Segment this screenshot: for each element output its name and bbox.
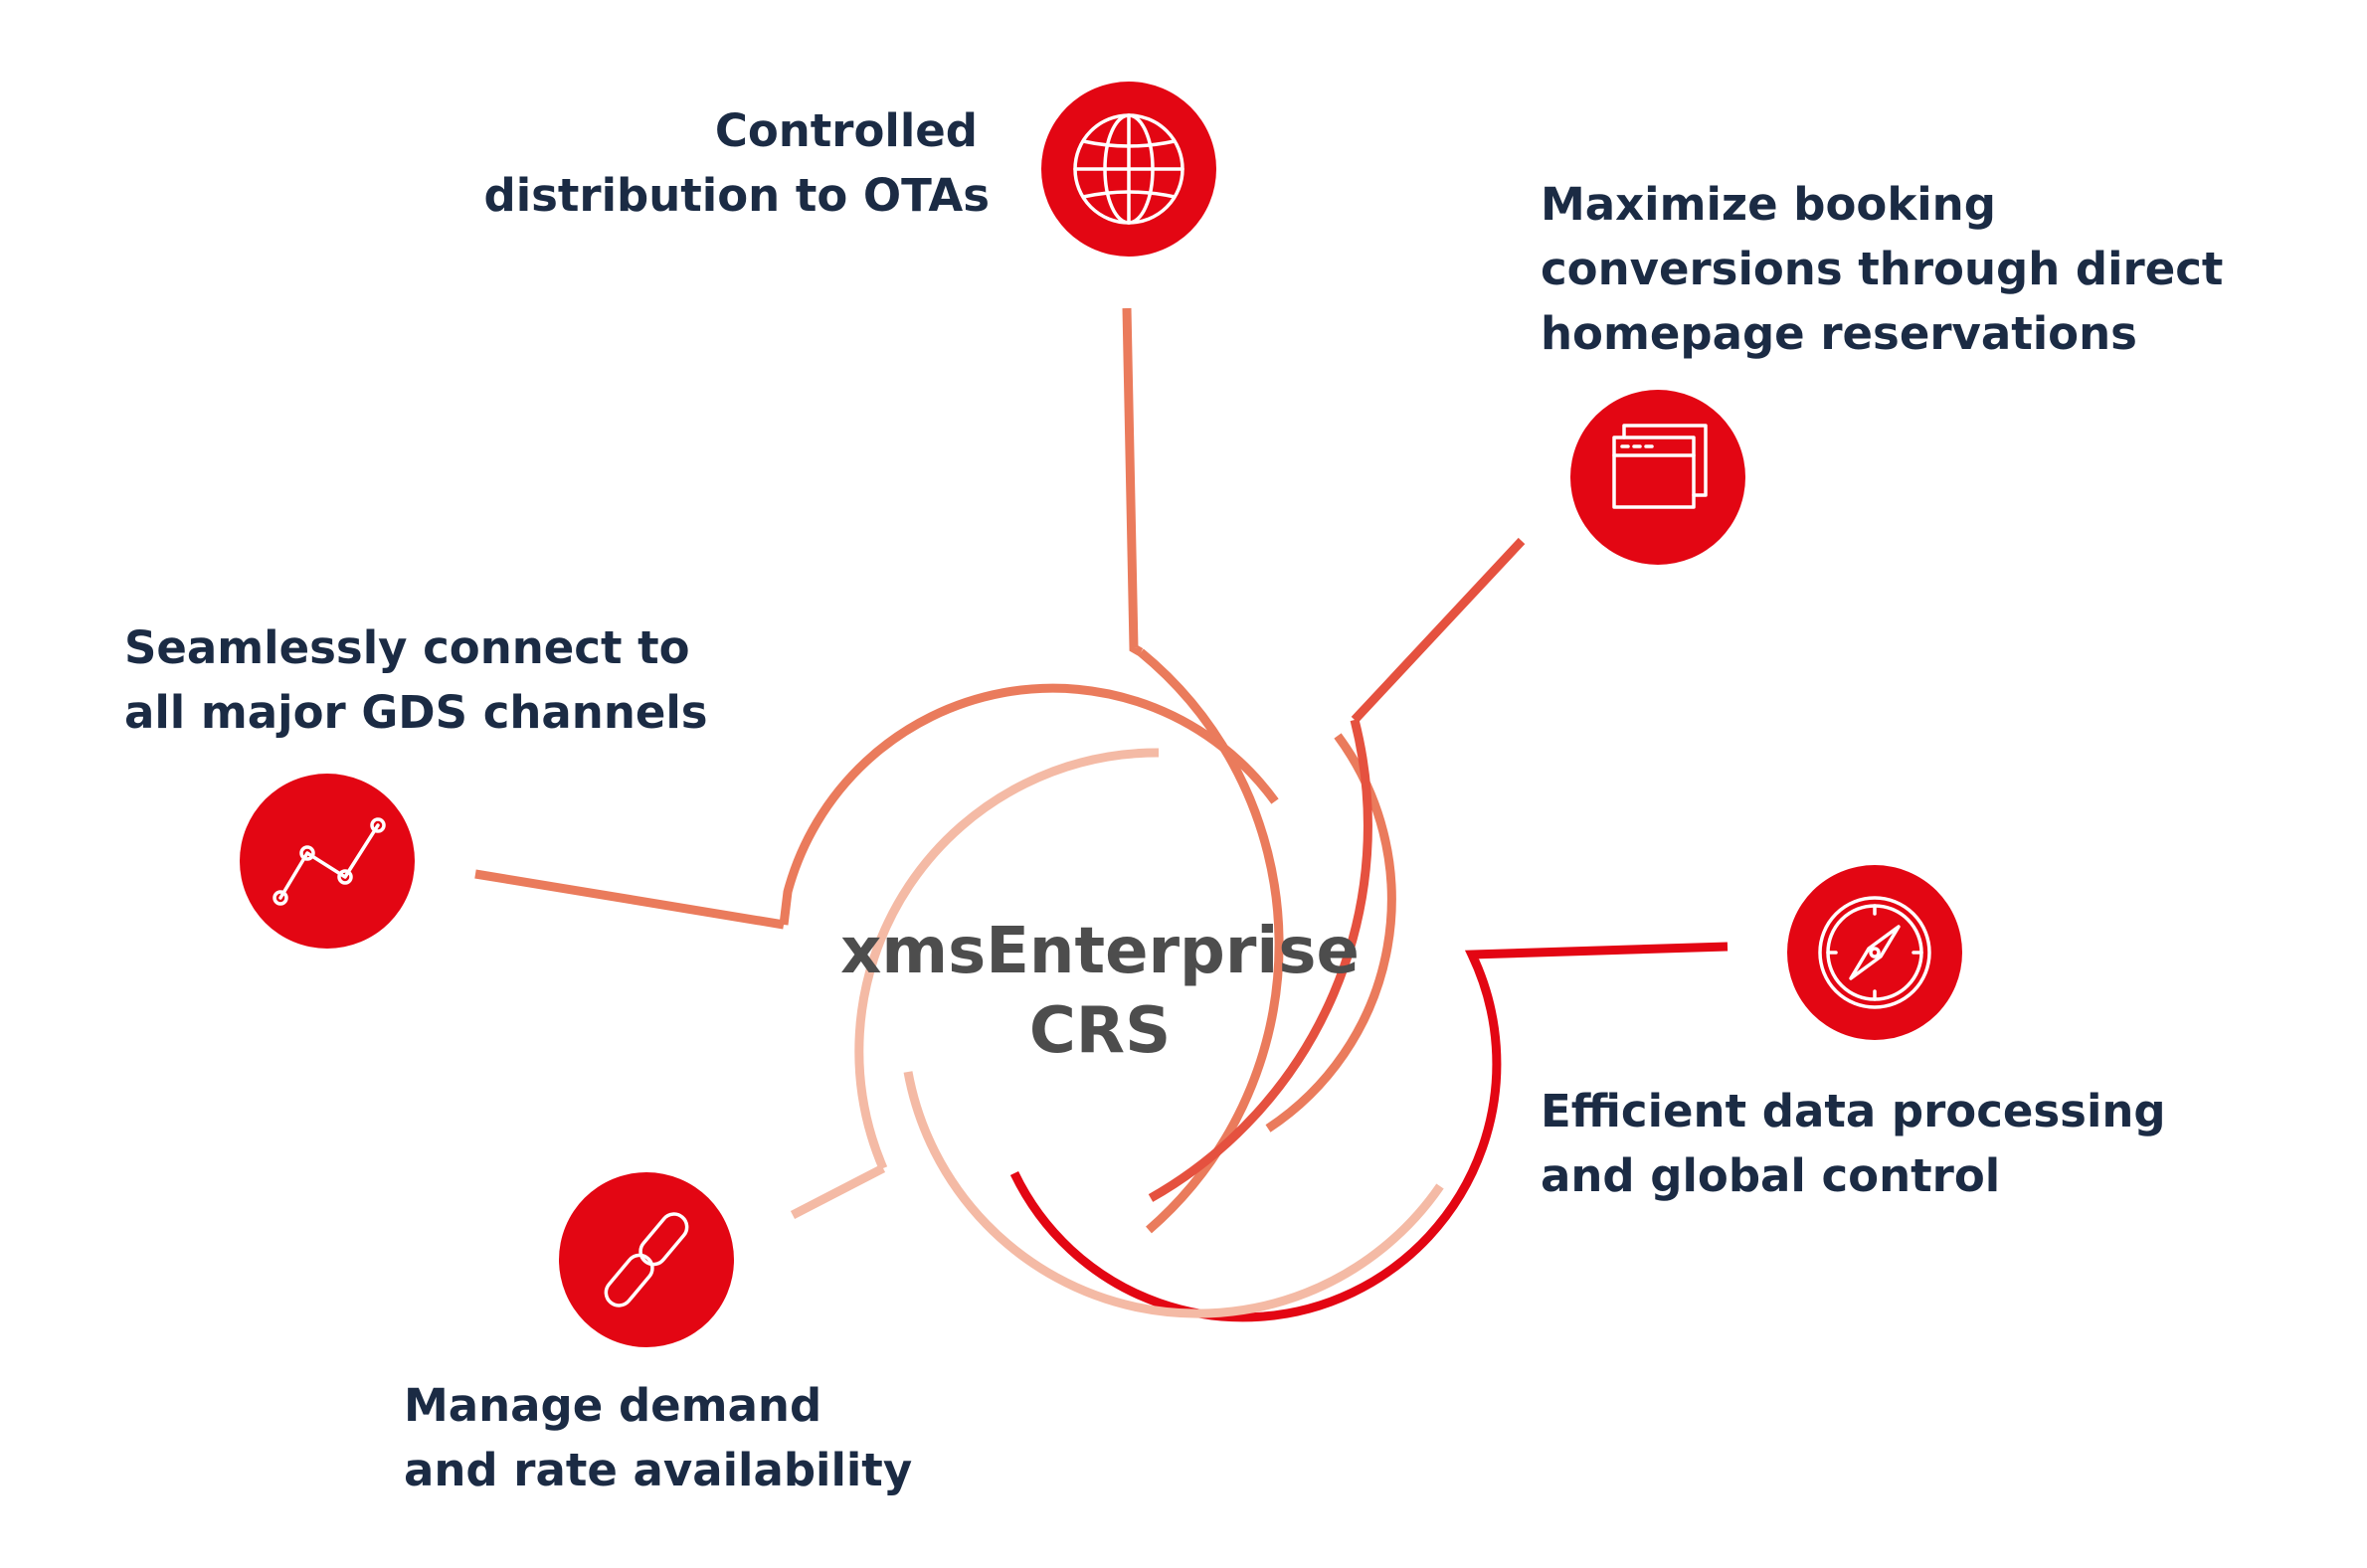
arc-salmon-inner: [779, 683, 1279, 926]
feature-label-otas: Controlled distribution to OTAs: [483, 104, 990, 222]
feature-otas-line2: distribution to OTAs: [483, 169, 990, 222]
connector-booking: [1351, 537, 1526, 724]
arc-light-top: [854, 748, 1160, 1170]
compass-icon: [1787, 865, 1962, 1040]
connector-data: [1009, 942, 1729, 1322]
chain-link-icon: [559, 1172, 734, 1347]
arc-light-bottom: [903, 1071, 1444, 1318]
browser-window-icon: [1570, 390, 1745, 565]
feature-demand-line2: and rate availability: [404, 1444, 912, 1496]
line-chart-icon: [240, 774, 415, 949]
feature-demand-line1: Manage demand: [404, 1379, 821, 1432]
feature-data-line1: Efficient data processing: [1541, 1085, 2166, 1137]
connector-otas: [1122, 307, 1144, 656]
feature-gds-line2: all major GDS channels: [124, 686, 708, 739]
arc-orange-red: [1148, 718, 1372, 1202]
globe-icon: [1041, 82, 1216, 257]
feature-booking-line3: homepage reservations: [1541, 307, 2137, 360]
connector-network: [474, 307, 1729, 1322]
feature-label-gds: Seamlessly connect to all major GDS chan…: [124, 621, 708, 739]
feature-booking-line1: Maximize booking: [1541, 178, 1996, 231]
feature-label-booking: Maximize booking conversions through dir…: [1541, 178, 2223, 360]
center-title: xmsEnterprise CRS: [840, 915, 1360, 1068]
feature-label-data: Efficient data processing and global con…: [1541, 1085, 2166, 1202]
connector-gds: [474, 869, 785, 930]
feature-booking-line2: conversions through direct: [1541, 243, 2223, 295]
center-title-line2: CRS: [1029, 994, 1171, 1068]
center-title-line1: xmsEnterprise: [840, 915, 1360, 988]
connector-demand: [790, 1164, 886, 1219]
feature-gds-line1: Seamlessly connect to: [124, 621, 690, 674]
feature-label-demand: Manage demand and rate availability: [404, 1379, 912, 1496]
feature-data-line2: and global control: [1541, 1149, 2000, 1202]
feature-otas-line1: Controlled: [715, 104, 978, 157]
